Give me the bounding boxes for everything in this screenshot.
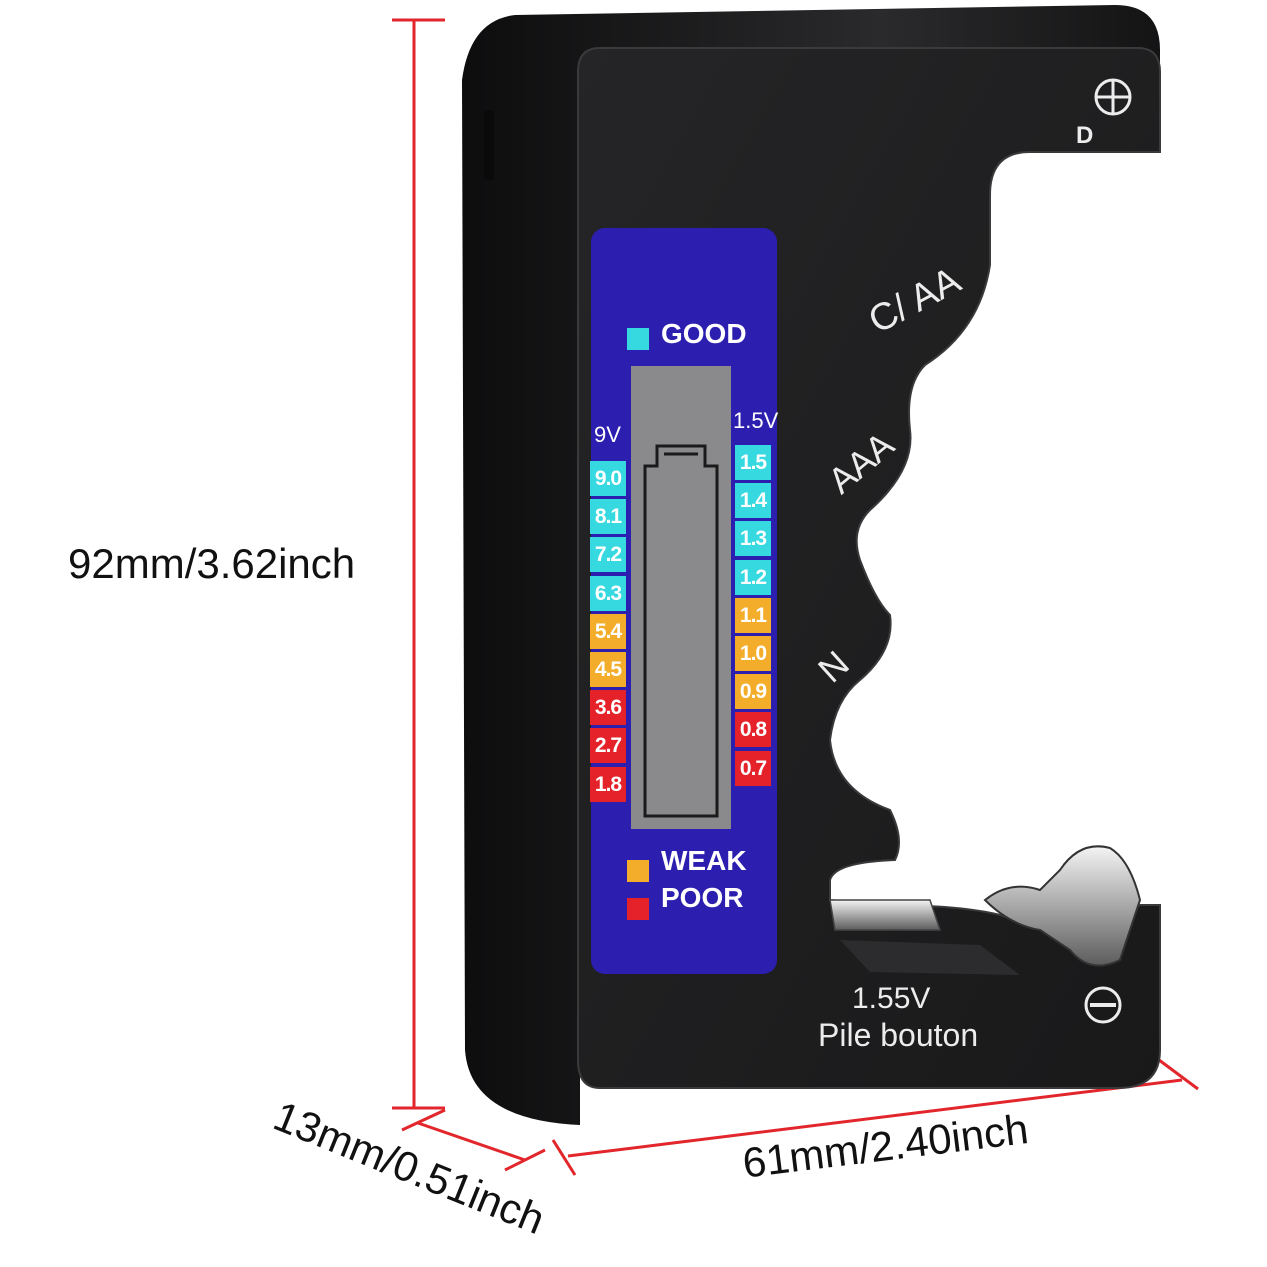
- scale-value-8-1: 8.1: [590, 499, 626, 535]
- scale-value-1-5: 1.5: [735, 445, 771, 480]
- scale-value-0-7: 0.7: [735, 750, 771, 786]
- weak-legend-label: WEAK: [661, 845, 747, 876]
- scale-value-1-3: 1.3: [735, 521, 771, 557]
- width-dimension-line: [567, 1078, 1183, 1158]
- width-right-tick: [1154, 1055, 1199, 1091]
- scale-value-1-0: 1.0: [735, 636, 771, 671]
- scale-value-9-0: 9.0: [590, 461, 626, 496]
- scale-1-5v-header: 1.5V: [733, 408, 779, 433]
- depth-left-tick: [401, 1108, 446, 1132]
- scale-value-1-8: 1.8: [590, 766, 626, 802]
- good-legend-swatch: [627, 328, 649, 350]
- height-label: 92mm/3.62inch: [68, 540, 356, 587]
- plus-terminal-icon: [1094, 78, 1132, 116]
- button-voltage-label: 1.55V: [852, 982, 931, 1015]
- scale-value-3-6: 3.6: [590, 690, 626, 726]
- scale-9v-header: 9V: [594, 422, 621, 447]
- good-legend-label: GOOD: [661, 318, 747, 349]
- minus-terminal-icon: [1084, 986, 1122, 1024]
- scale-value-5-4: 5.4: [590, 613, 626, 649]
- poor-legend-label: POOR: [661, 882, 744, 913]
- scale-value-2-7: 2.7: [590, 728, 626, 764]
- battery-gauge-window: [631, 366, 731, 829]
- weak-legend-swatch: [627, 860, 649, 882]
- scale-value-0-8: 0.8: [735, 712, 771, 748]
- width-left-tick: [551, 1139, 577, 1176]
- scale-value-6-3: 6.3: [590, 575, 626, 611]
- slot-d-label: D: [1076, 122, 1094, 149]
- button-battery-label: Pile bouton: [818, 1017, 979, 1053]
- battery-outline-icon: [643, 444, 719, 818]
- scale-value-1-4: 1.4: [735, 483, 771, 519]
- depth-right-tick: [504, 1148, 546, 1172]
- scale-value-0-9: 0.9: [735, 674, 771, 710]
- scale-value-4-5: 4.5: [590, 652, 626, 687]
- depth-dimension-line: [417, 1121, 526, 1162]
- poor-legend-swatch: [627, 898, 649, 920]
- scale-value-1-1: 1.1: [735, 597, 771, 633]
- scale-value-7-2: 7.2: [590, 537, 626, 573]
- scale-value-1-2: 1.2: [735, 559, 771, 595]
